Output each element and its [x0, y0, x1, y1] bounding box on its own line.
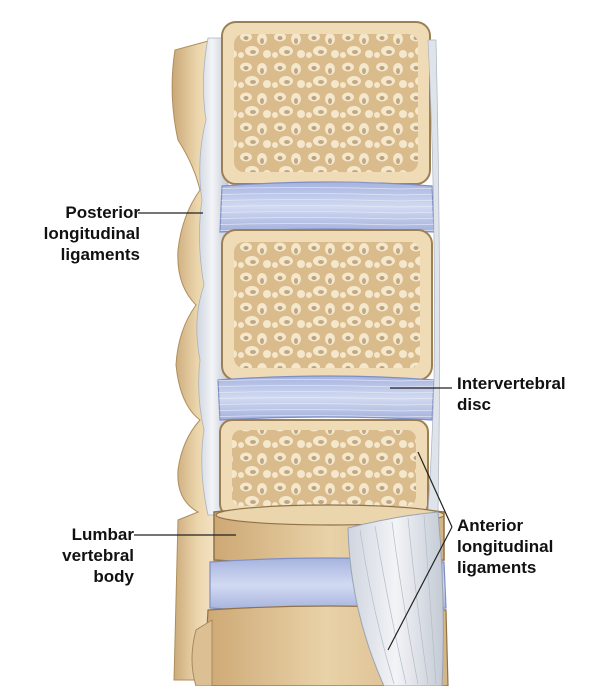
vertebral-body-lower — [220, 420, 428, 516]
lumbar-label-line-1: Lumbar — [36, 524, 134, 545]
disc-label-line-2: disc — [457, 394, 566, 415]
vertebral-body-upper — [222, 22, 430, 184]
intervertebral-disc-upper — [220, 182, 434, 232]
lumbar-vertebral-body-label: Lumbar vertebral body — [36, 524, 134, 587]
lumbar-label-line-3: body — [36, 566, 134, 587]
posterior-label-line-3: ligaments — [30, 244, 140, 265]
intervertebral-disc-middle — [218, 376, 434, 420]
posterior-longitudinal-ligaments-label: Posterior longitudinal ligaments — [30, 202, 140, 265]
anterior-label-line-2: longitudinal — [457, 536, 553, 557]
anterior-label-line-3: ligaments — [457, 557, 553, 578]
posterior-label-line-1: Posterior — [30, 202, 140, 223]
anterior-longitudinal-ligaments-label: Anterior longitudinal ligaments — [457, 515, 553, 578]
disc-label-line-1: Intervertebral — [457, 373, 566, 394]
anterior-label-line-1: Anterior — [457, 515, 553, 536]
posterior-label-line-2: longitudinal — [30, 223, 140, 244]
lumbar-label-line-2: vertebral — [36, 545, 134, 566]
intervertebral-disc-label: Intervertebral disc — [457, 373, 566, 415]
vertebral-body-middle — [222, 230, 432, 380]
